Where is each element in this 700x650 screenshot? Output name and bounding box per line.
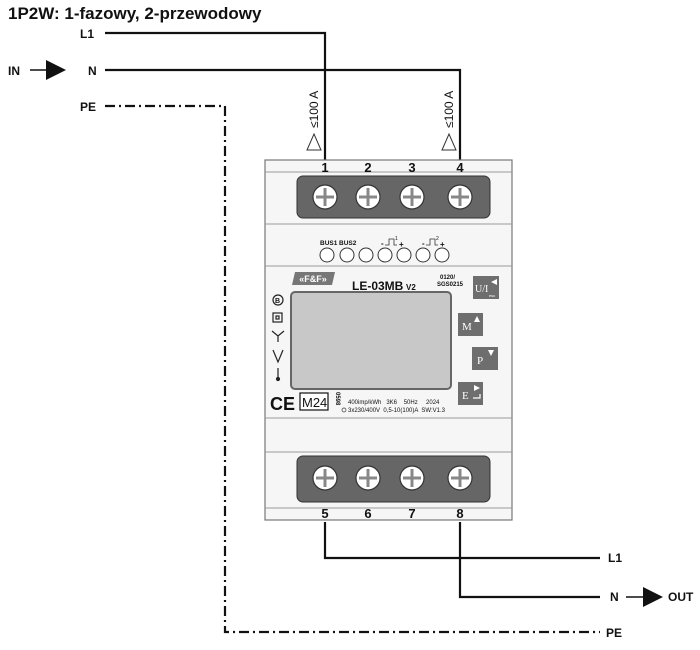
model-version: V2 [406,283,416,292]
current-limit-1-text: ≤100 A [307,91,321,128]
bus1-label: BUS1 [320,240,338,247]
diagram-title: 1P2W: 1-fazowy, 2-przewodowy [8,4,262,23]
double-insulation-icon [272,312,283,323]
e-enter-button[interactable]: E [458,382,483,405]
current-limit-4: ≤100 A [441,91,457,151]
three-phase-icon [271,330,285,342]
e-button-label: E [462,390,469,402]
terminal-label-4: 4 [456,160,464,175]
l1-in-wire [105,31,327,162]
pulse2-number: 2 [436,236,439,242]
up-arrow-icon [474,316,480,322]
bus-terminal[interactable] [339,247,355,263]
front-panel: «F&F» LE-03MB V2 0120/ SGS0215 U/I esc M… [270,272,499,414]
output-l1-label: L1 [608,551,622,565]
terminal-label-1: 1 [321,160,328,175]
p-button-label: P [477,355,483,367]
notified-body-number: 0598 [334,392,340,406]
top-terminal-block: 1 2 3 4 [296,160,491,219]
left-arrow-icon [491,279,497,285]
spec-line-1: 400imp/kWh 3K6 50Hz 2024 [348,400,440,406]
output-n-label: N [610,590,619,604]
brand-logo [292,272,335,285]
enter-icon [473,394,481,399]
m24-box [299,392,329,411]
model-name: LE-03MB [352,279,404,293]
ui-esc-button[interactable]: U/I esc [473,276,499,299]
input-wiring: L1 IN N PE [8,27,600,634]
bottom-terminal-block: 5 6 7 8 [296,455,491,521]
spec-line-2: 3x230/400V 0,5-10(100)A SW:V1.3 [348,408,446,414]
terminal-label-6: 6 [364,506,371,521]
pulse2-icon [426,238,438,246]
pe-wire [105,104,600,634]
class-b-icon [272,294,284,306]
terminal-label-8: 8 [456,506,463,521]
m-button-label: M [462,321,472,333]
input-pe-label: PE [80,100,96,114]
bus-terminals: BUS1 BUS2 - 1 + - 2 + [319,236,450,263]
in-label: IN [8,64,20,78]
terminal-label-2: 2 [364,160,371,175]
input-l1-label: L1 [80,27,94,41]
ce-mark: CE [270,394,295,414]
bus-terminal[interactable] [396,247,412,263]
m24-mark: M24 [302,395,327,410]
energy-meter-device: 1 2 3 4 BUS1 BUS2 - 1 + - 2 + [264,159,513,521]
bus-terminal[interactable] [434,247,450,263]
voltage-icon [272,349,284,364]
right-arrow-icon [474,385,480,391]
l1-out-wire [323,522,600,560]
input-n-label: N [88,64,97,78]
pulse1-plus: + [399,240,404,249]
down-arrow-icon [488,350,494,356]
lcd-display [290,291,452,390]
in-arrow-icon [46,60,66,80]
m-up-button[interactable]: M [458,313,483,336]
class-b-letter: B [275,298,280,305]
pulse1-minus: - [381,239,384,248]
bus-terminal[interactable] [358,247,374,263]
pulse2-plus: + [440,240,445,249]
brand-logo-text: «F&F» [299,274,327,284]
ui-button-label: U/I [475,284,488,295]
bus2-label: BUS2 [339,240,357,247]
terminal-label-3: 3 [408,160,415,175]
thermometer-bulb [275,376,281,382]
output-pe-label: PE [606,626,622,640]
terminal-label-5: 5 [321,506,328,521]
current-limit-1: ≤100 A [306,91,322,151]
n-out-wire [458,522,600,599]
pulse1-number: 1 [395,236,398,242]
out-label: OUT [668,590,694,604]
pulse1-icon [385,238,397,246]
cert-line-2: SGS0215 [437,282,464,288]
cert-line-1: 0120/ [440,275,455,281]
p-down-button[interactable]: P [472,347,498,370]
bus-terminal[interactable] [377,247,393,263]
led-indicator [341,407,347,413]
out-arrow-icon [643,587,663,607]
output-wiring: L1 N OUT PE [323,522,694,640]
warning-triangle-icon [306,132,322,151]
current-limit-4-text: ≤100 A [442,91,456,128]
bus-terminal[interactable] [415,247,431,263]
double-insulation-inner [275,315,280,320]
terminal-label-7: 7 [408,506,415,521]
warning-triangle-icon [441,132,457,151]
esc-label: esc [489,293,495,298]
pulse2-minus: - [422,239,425,248]
bus-terminal[interactable] [319,247,335,263]
n-in-wire [105,68,462,162]
